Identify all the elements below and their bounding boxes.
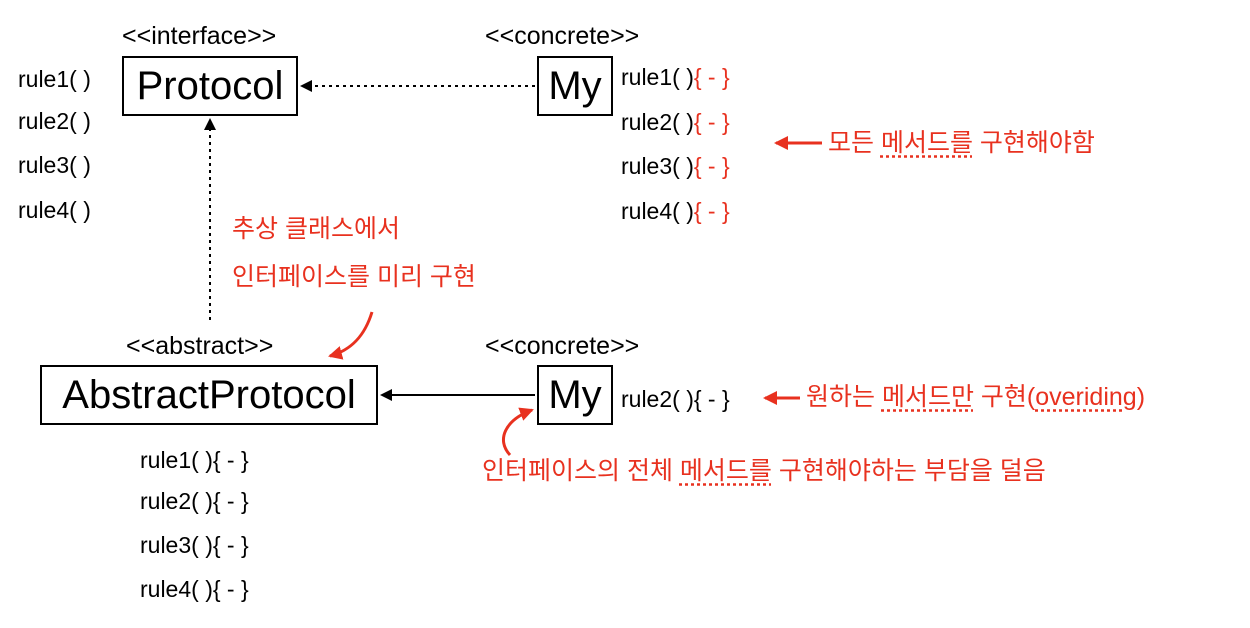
abstract-protocol-name: AbstractProtocol xyxy=(62,372,356,417)
protocol-rule-4: rule4( ) xyxy=(18,197,91,223)
my-top-rule-1: rule1( ){ - } xyxy=(621,64,730,90)
protocol-rule-2: rule2( ) xyxy=(18,108,91,134)
abstract-stereotype: <<abstract>> xyxy=(126,332,274,360)
protocol-stereotype: <<interface>> xyxy=(122,22,277,50)
my-top-name: My xyxy=(548,63,602,108)
my-bottom-stereotype: <<concrete>> xyxy=(485,332,640,360)
protocol-rule-1: rule1( ) xyxy=(18,66,91,92)
red-curve-to-my xyxy=(501,407,534,457)
my-top-rule-3: rule3( ){ - } xyxy=(621,153,730,179)
my-bottom-name: My xyxy=(548,372,602,417)
abstract-rule-4: rule4( ){ - } xyxy=(140,576,249,602)
note-burden-relief: 인터페이스의 전체 메서드를 구현해야하는 부담을 덜음 xyxy=(482,457,1046,485)
protocol-box: Protocol xyxy=(122,56,298,116)
note-abstract-line2: 인터페이스를 미리 구현 xyxy=(232,263,476,291)
note-abstract-line1: 추상 클래스에서 xyxy=(232,215,400,243)
note-implement-all: 모든 메서드를 구현해야함 xyxy=(828,129,1095,157)
my-bottom-rule: rule2( ){ - } xyxy=(621,386,730,412)
my-top-stereotype: <<concrete>> xyxy=(485,22,640,50)
abstract-rule-1: rule1( ){ - } xyxy=(140,447,249,473)
abstract-rule-3: rule3( ){ - } xyxy=(140,532,249,558)
red-curve-to-abstract xyxy=(328,311,374,360)
my-top-box: My xyxy=(537,56,613,116)
abstract-rule-2: rule2( ){ - } xyxy=(140,488,249,514)
protocol-name: Protocol xyxy=(136,63,284,108)
my-top-rule-2: rule2( ){ - } xyxy=(621,109,730,135)
my-top-rule-4: rule4( ){ - } xyxy=(621,198,730,224)
abstract-protocol-box: AbstractProtocol xyxy=(40,365,378,425)
my-bottom-box: My xyxy=(537,365,613,425)
protocol-rule-3: rule3( ) xyxy=(18,152,91,178)
note-desired-only: 원하는 메서드만 구현(overiding) xyxy=(806,383,1146,411)
